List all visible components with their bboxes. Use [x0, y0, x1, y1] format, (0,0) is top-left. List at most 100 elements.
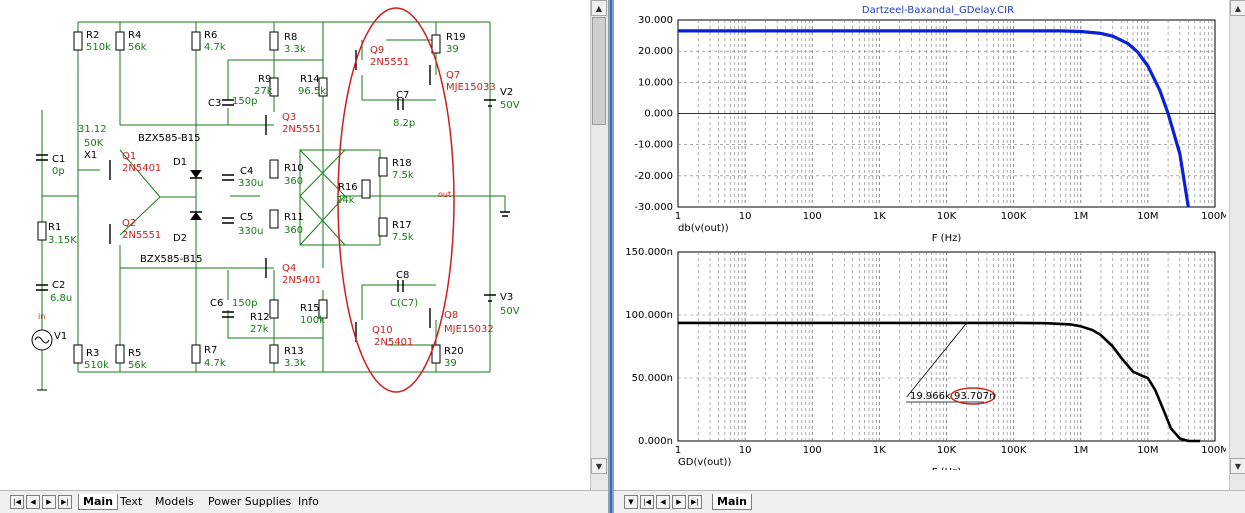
x-axis-label: F (Hz) — [932, 467, 962, 470]
next-tab-button[interactable]: ▶ — [42, 495, 56, 509]
schematic-window[interactable]: R2 510k R4 56k R6 4.7k R8 3.3k R19 39 R9… — [0, 0, 610, 513]
tab-power-supplies[interactable]: Power Supplies — [208, 495, 292, 508]
y-tick-label: 30.000 — [638, 15, 673, 26]
label-r18-value: 7.5k — [392, 170, 414, 181]
label-d2: D2 — [173, 233, 187, 244]
analysis-next-button[interactable]: ▶ — [672, 495, 686, 509]
analysis-scroll-up-button[interactable]: ▲ — [1230, 0, 1245, 16]
label-q2: Q2 — [122, 218, 136, 229]
cursor-arrow — [906, 322, 968, 398]
cursor-x-readout: 19.966k — [910, 391, 951, 402]
resistors — [37, 31, 441, 364]
scroll-thumb[interactable] — [592, 17, 606, 125]
analysis-prev-button[interactable]: ◀ — [656, 495, 670, 509]
analysis-vertical-scrollbar[interactable]: ▲ ▼ — [1229, 0, 1245, 491]
analysis-plots[interactable]: Dartzeel-Baxandal_GDelay.CIR 30.00020.00… — [614, 0, 1226, 470]
scroll-down-button[interactable]: ▼ — [591, 458, 607, 474]
label-r20-value: 39 — [444, 358, 457, 369]
x-tick-label: 100K — [1001, 211, 1027, 222]
label-r18: R18 — [392, 158, 412, 169]
label-c7: C7 — [396, 90, 409, 101]
label-r2: R2 — [86, 30, 99, 41]
label-v2-value: 50V — [500, 100, 520, 111]
label-r15-value: 100k — [300, 315, 325, 326]
label-r6-value: 4.7k — [204, 42, 226, 53]
plot-frame — [677, 251, 1216, 442]
x-tick-label: 10M — [1137, 211, 1158, 222]
label-c5: C5 — [240, 212, 253, 223]
label-q2-model: 2N5551 — [122, 230, 161, 241]
label-q7-model: MJE15033 — [446, 82, 496, 93]
x-tick-label: 10M — [1137, 445, 1158, 456]
y-tick-label: -20.000 — [634, 171, 673, 182]
label-r5-value: 56k — [128, 360, 147, 371]
x-tick-label: 1 — [675, 211, 681, 222]
label-c1-value: 0p — [52, 166, 65, 177]
trace-label: GD(v(out)) — [678, 457, 731, 468]
tab-main[interactable]: Main — [78, 494, 118, 510]
prev-tab-button[interactable]: ◀ — [26, 495, 40, 509]
label-c6: C6 — [210, 298, 223, 309]
label-r8-value: 3.3k — [284, 44, 306, 55]
first-tab-button[interactable]: |◀ — [10, 495, 24, 509]
label-c3-value: 150p — [232, 96, 257, 107]
last-tab-button[interactable]: ▶| — [58, 495, 72, 509]
schematic-tab-bar: |◀ ◀ ▶ ▶| Main Text Models Power Supplie… — [0, 490, 608, 513]
label-r11-value: 360 — [284, 225, 303, 236]
label-bzx-bottom: BZX585-B15 — [140, 254, 203, 265]
label-r8: R8 — [284, 32, 297, 43]
label-v3-value: 50V — [500, 306, 520, 317]
tab-text[interactable]: Text — [120, 495, 143, 508]
label-r12: R12 — [250, 312, 270, 323]
label-r4-value: 56k — [128, 42, 147, 53]
label-q7: Q7 — [446, 70, 460, 81]
tab-models[interactable]: Models — [155, 495, 194, 508]
label-r1: R1 — [48, 222, 61, 233]
label-c8-value: C(C7) — [390, 298, 418, 309]
label-r4: R4 — [128, 30, 141, 41]
series-line — [678, 29, 1190, 208]
label-x1-value: 50K — [84, 138, 104, 149]
analysis-down-button[interactable]: ▼ — [624, 495, 638, 509]
label-r19-value: 39 — [446, 44, 459, 55]
label-q8: Q8 — [444, 310, 458, 321]
x-tick-label: 100K — [1001, 445, 1027, 456]
label-r13-value: 3.3k — [284, 358, 306, 369]
x-tick-label: 10K — [937, 445, 957, 456]
analysis-scroll-down-button[interactable]: ▼ — [1230, 458, 1245, 474]
analysis-last-button[interactable]: ▶| — [688, 495, 702, 509]
y-tick-label: 0.000 — [644, 109, 673, 120]
label-c2: C2 — [52, 280, 65, 291]
x-tick-label: 10K — [937, 211, 957, 222]
y-tick-label: 150.000n — [625, 247, 673, 258]
tab-info[interactable]: Info — [298, 495, 319, 508]
diodes — [190, 170, 202, 220]
label-q10-model: 2N5401 — [374, 337, 413, 348]
label-q9: Q9 — [370, 45, 384, 56]
schematic-vertical-scrollbar[interactable]: ▲ ▼ — [590, 0, 608, 491]
label-q9-model: 2N5551 — [370, 57, 409, 68]
label-c8: C8 — [396, 270, 409, 281]
plot-gain[interactable]: 30.00020.00010.0000.000-10.000-20.000-30… — [634, 15, 1226, 244]
input-source — [31, 329, 53, 391]
label-r14-value: 96.5k — [298, 86, 326, 97]
analysis-first-button[interactable]: |◀ — [640, 495, 654, 509]
label-c3: C3 — [208, 98, 221, 109]
label-r13: R13 — [284, 346, 304, 357]
label-bzx-top: BZX585-B15 — [138, 133, 201, 144]
analysis-tab-main[interactable]: Main — [712, 494, 752, 510]
label-r16-value: 24k — [336, 195, 355, 206]
schematic-canvas[interactable]: R2 510k R4 56k R6 4.7k R8 3.3k R19 39 R9… — [0, 0, 588, 480]
x-tick-label: 100 — [803, 445, 822, 456]
label-v2: V2 — [500, 87, 513, 98]
label-x1: X1 — [84, 150, 97, 161]
label-r14: R14 — [300, 74, 320, 85]
label-out: out — [438, 190, 451, 199]
label-r12-value: 27k — [250, 324, 269, 335]
y-tick-label: 100.000n — [625, 310, 673, 321]
scroll-up-button[interactable]: ▲ — [591, 0, 607, 16]
highlight-ellipse — [337, 7, 455, 393]
y-tick-label: -10.000 — [634, 140, 673, 151]
